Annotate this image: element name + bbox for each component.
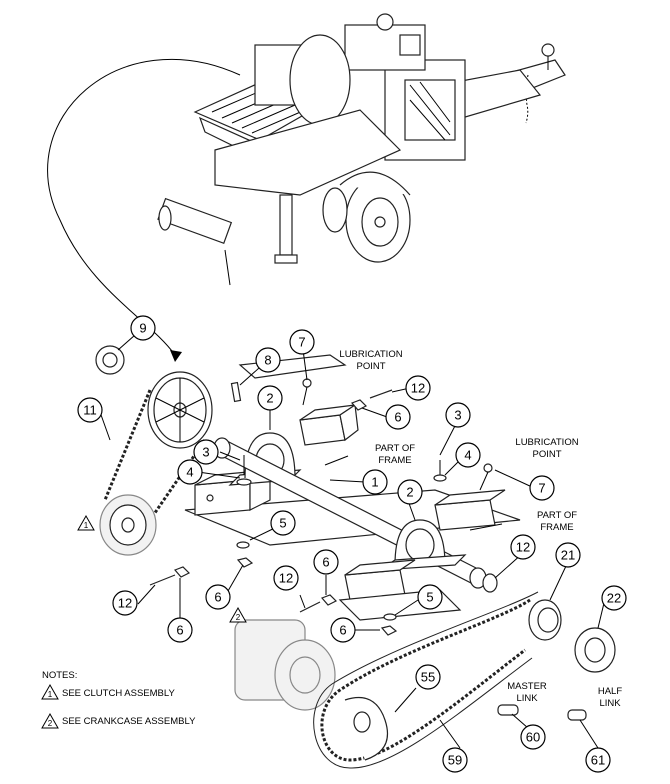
callout-6-mid: 6 xyxy=(313,549,339,575)
svg-text:4: 4 xyxy=(186,465,193,480)
leader-lines xyxy=(99,327,605,749)
svg-text:6: 6 xyxy=(339,623,346,638)
callout-21: 21 xyxy=(555,542,581,568)
lubrication-point-top-line1: LUBRICATION xyxy=(339,349,402,360)
lubrication-point-top-line2: POINT xyxy=(356,361,385,372)
svg-text:6: 6 xyxy=(176,623,183,638)
trailer-mixer-illustration xyxy=(157,13,566,286)
svg-text:5: 5 xyxy=(426,590,433,605)
callout-12-left: 12 xyxy=(112,590,138,616)
callout-5-right: 5 xyxy=(417,584,443,610)
svg-text:9: 9 xyxy=(139,321,146,336)
lubrication-point-right-line1: LUBRICATION xyxy=(515,437,578,448)
svg-text:2: 2 xyxy=(48,719,53,728)
callout-60: 60 xyxy=(520,724,546,750)
svg-text:7: 7 xyxy=(298,335,305,350)
callout-2-left: 2 xyxy=(257,385,283,411)
callout-2-right: 2 xyxy=(397,479,423,505)
callout-6-lower: 6 xyxy=(167,617,193,643)
svg-text:22: 22 xyxy=(607,591,621,606)
clutch-assembly xyxy=(99,494,157,556)
crankcase-assembly xyxy=(234,619,336,711)
callout-5-left: 5 xyxy=(270,510,296,536)
callout-61: 61 xyxy=(585,747,611,773)
svg-text:2: 2 xyxy=(406,485,413,500)
part-of-frame-left-line1: PART OF xyxy=(375,443,415,454)
half-link-part xyxy=(567,709,587,721)
svg-text:11: 11 xyxy=(83,403,97,418)
svg-text:6: 6 xyxy=(214,590,221,605)
svg-text:1: 1 xyxy=(48,690,53,699)
callout-12-top: 12 xyxy=(405,375,431,401)
callout-9: 9 xyxy=(130,315,156,341)
lubrication-point-right-line2: POINT xyxy=(532,449,561,460)
callout-3-right: 3 xyxy=(445,402,471,428)
svg-text:6: 6 xyxy=(394,410,401,425)
svg-text:12: 12 xyxy=(516,540,530,555)
callout-3-left: 3 xyxy=(193,439,219,465)
svg-text:7: 7 xyxy=(538,481,545,496)
svg-text:12: 12 xyxy=(279,571,293,586)
svg-text:2: 2 xyxy=(266,391,273,406)
clutch-reference-marker: 1 xyxy=(77,514,95,531)
callout-6-left: 6 xyxy=(205,584,231,610)
part-of-frame-right-line2: FRAME xyxy=(540,522,573,533)
note-2-text: SEE CRANKCASE ASSEMBLY xyxy=(62,716,196,727)
callout-55: 55 xyxy=(415,664,441,690)
svg-text:3: 3 xyxy=(202,445,209,460)
callout-7-top: 7 xyxy=(289,329,315,355)
part-of-frame-right-line1: PART OF xyxy=(537,510,577,521)
svg-text:12: 12 xyxy=(411,381,425,396)
svg-text:59: 59 xyxy=(448,753,462,768)
reference-arrow xyxy=(47,58,241,356)
callout-59: 59 xyxy=(442,747,468,773)
svg-text:61: 61 xyxy=(591,753,605,768)
svg-text:60: 60 xyxy=(526,730,540,745)
crankcase-reference-marker: 2 xyxy=(229,606,247,623)
svg-text:6: 6 xyxy=(322,555,329,570)
sprocket xyxy=(344,696,389,761)
note-1-text: SEE CLUTCH ASSEMBLY xyxy=(62,688,175,699)
sprocket-hub xyxy=(528,599,616,673)
svg-text:21: 21 xyxy=(561,548,575,563)
notes-title: NOTES: xyxy=(42,670,77,681)
callout-8: 8 xyxy=(255,347,281,373)
master-link-line2: LINK xyxy=(516,693,538,704)
arrow-head xyxy=(170,350,182,362)
master-link-line1: MASTER xyxy=(507,681,547,692)
svg-text:4: 4 xyxy=(464,448,471,463)
callout-12-right: 12 xyxy=(510,534,536,560)
svg-text:3: 3 xyxy=(454,408,461,423)
callout-22: 22 xyxy=(601,585,627,611)
belt-pulley xyxy=(147,371,213,449)
callout-4-left: 4 xyxy=(177,459,203,485)
svg-text:1: 1 xyxy=(371,475,378,490)
callout-4-right: 4 xyxy=(455,442,481,468)
frame-block-right xyxy=(338,489,506,621)
svg-text:2: 2 xyxy=(236,613,241,622)
half-link-line2: LINK xyxy=(599,698,621,709)
callout-6-right: 6 xyxy=(330,617,356,643)
note-marker-1: 1 xyxy=(41,683,59,700)
svg-text:8: 8 xyxy=(264,353,271,368)
master-link-part xyxy=(497,704,519,716)
callout-12-mid: 12 xyxy=(273,565,299,591)
part-of-frame-left-line2: FRAME xyxy=(378,455,411,466)
svg-text:1: 1 xyxy=(84,521,89,530)
svg-text:55: 55 xyxy=(421,670,435,685)
callout-6-top: 6 xyxy=(385,404,411,430)
fasteners xyxy=(149,378,493,636)
snap-ring xyxy=(482,573,498,593)
svg-text:12: 12 xyxy=(118,596,132,611)
half-link-line1: HALF xyxy=(598,686,622,697)
roller-chain xyxy=(313,591,539,769)
callout-7-right: 7 xyxy=(529,475,555,501)
callout-1: 1 xyxy=(362,469,388,495)
callout-11: 11 xyxy=(77,397,103,423)
note-marker-2: 2 xyxy=(41,712,59,729)
svg-text:5: 5 xyxy=(279,516,286,531)
